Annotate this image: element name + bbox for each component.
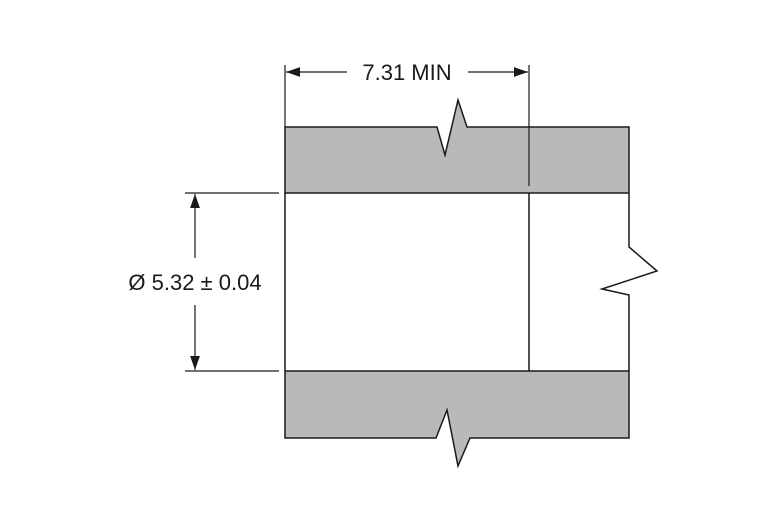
top-wall-section (284, 97, 630, 194)
right-break-line (599, 193, 659, 371)
diameter-dimension-label: Ø 5.32 ± 0.04 (128, 270, 261, 295)
length-dimension-label: 7.31 MIN (362, 60, 451, 85)
bottom-wall-section (284, 370, 630, 469)
